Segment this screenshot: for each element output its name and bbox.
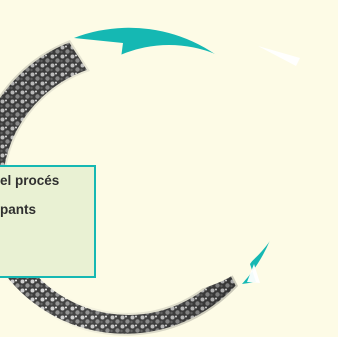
arrow-tip-lower (247, 264, 260, 283)
callout-text-line-1: el procés (0, 173, 60, 188)
callout-text-line-2: pants (0, 202, 37, 217)
callout-box: el procés pants (0, 165, 96, 278)
arrow-tip-upper (258, 46, 300, 66)
cycle-center (45, 45, 293, 293)
